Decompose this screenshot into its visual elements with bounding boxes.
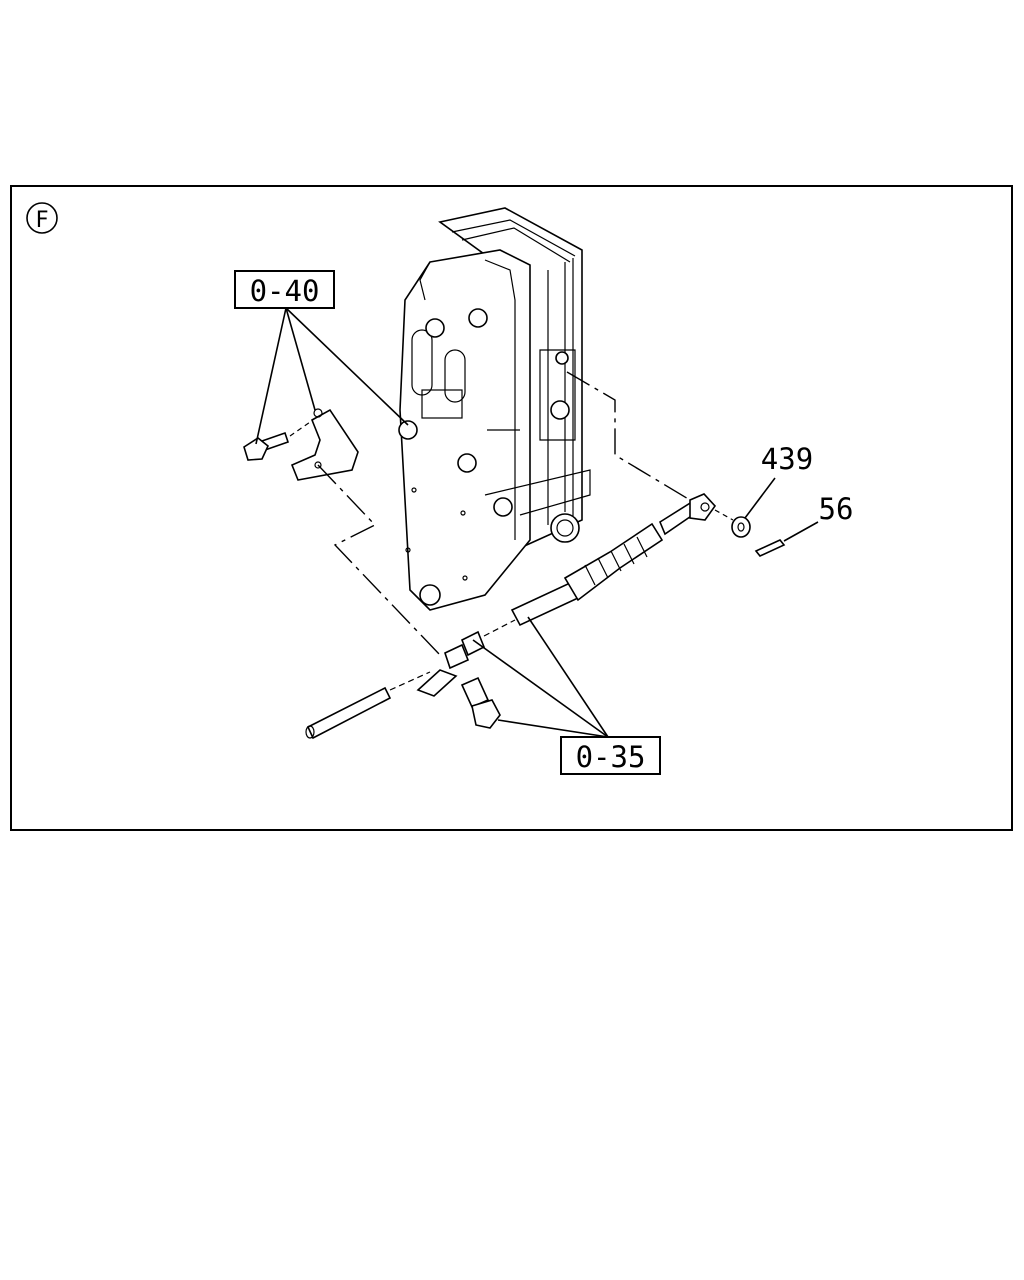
callout-0-35: 0-35 xyxy=(560,736,661,775)
callout-0-40: 0-40 xyxy=(234,270,335,309)
callout-0-40-text: 0-40 xyxy=(250,274,320,308)
washer xyxy=(731,516,751,538)
diagram-frame xyxy=(10,185,1013,831)
mounting-bracket xyxy=(290,408,359,481)
control-cable xyxy=(305,493,717,740)
leader-lines xyxy=(255,307,819,738)
callout-439-text: 439 xyxy=(761,442,813,476)
cotter-pin xyxy=(754,539,786,557)
callout-0-35-text: 0-35 xyxy=(576,740,646,774)
bracket-bolt xyxy=(243,431,290,461)
view-marker-letter: F xyxy=(35,208,48,233)
control-unit-housing xyxy=(398,207,591,611)
view-marker: F xyxy=(26,202,58,234)
callout-56-text: 56 xyxy=(819,492,854,526)
